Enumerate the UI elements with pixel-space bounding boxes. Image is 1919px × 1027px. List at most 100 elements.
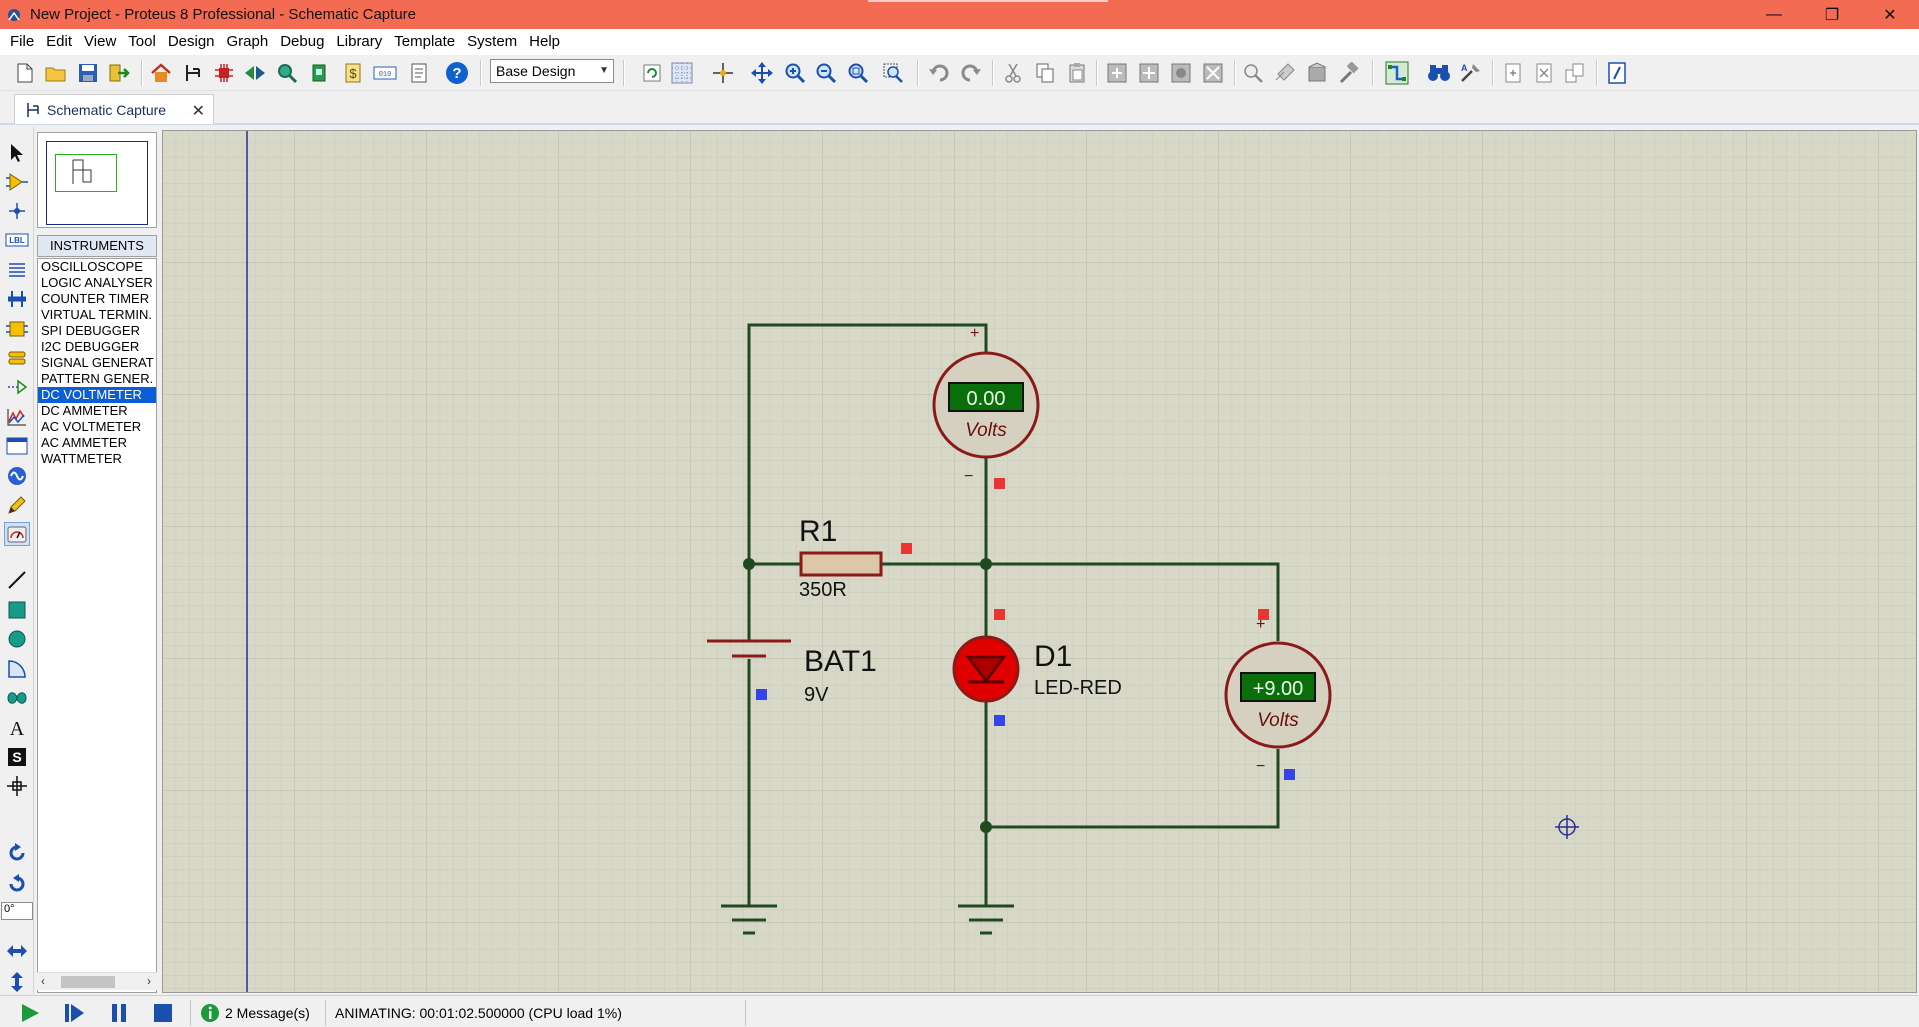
list-item[interactable]: WATTMETER: [41, 451, 122, 466]
minimize-button[interactable]: —: [1745, 0, 1803, 29]
import-button[interactable]: [106, 60, 132, 86]
messages-indicator[interactable]: 2 Message(s): [200, 1002, 310, 1024]
device-pins-mode-button[interactable]: [4, 375, 30, 399]
list-item-selected[interactable]: DC VOLTMETER: [38, 387, 156, 403]
project-notes-button[interactable]: [406, 60, 432, 86]
block-move-button[interactable]: [1136, 60, 1162, 86]
component-mode-button[interactable]: [4, 170, 30, 194]
menu-view[interactable]: View: [84, 33, 117, 50]
tab-close-icon[interactable]: ✕: [191, 103, 205, 120]
menu-template[interactable]: Template: [394, 33, 456, 50]
2d-box-mode-button[interactable]: [4, 598, 30, 622]
zoom-in-button[interactable]: [782, 60, 808, 86]
rotate-anticlockwise-button[interactable]: [4, 872, 30, 896]
wire-autorouter-button[interactable]: [1384, 60, 1410, 86]
menu-edit[interactable]: Edit: [46, 33, 73, 50]
block-rotate-button[interactable]: [1168, 60, 1194, 86]
refresh-button[interactable]: [639, 60, 665, 86]
packaging-tool-button[interactable]: [1304, 60, 1330, 86]
zoom-out-button[interactable]: [813, 60, 839, 86]
list-item[interactable]: DC AMMETER: [41, 403, 128, 418]
probe-mode-button[interactable]: [4, 493, 30, 517]
home-button[interactable]: [148, 60, 174, 86]
scroll-left-icon[interactable]: ‹: [41, 974, 45, 988]
list-item[interactable]: SPI DEBUGGER: [41, 323, 140, 338]
2d-text-mode-button[interactable]: A: [4, 716, 30, 740]
proteus-app-icon[interactable]: [6, 7, 22, 23]
make-device-button[interactable]: [1272, 60, 1298, 86]
save-button[interactable]: [75, 60, 101, 86]
overview-view-rectangle[interactable]: [55, 154, 117, 192]
schematic-canvas[interactable]: BAT1 9V R1 350R D1 LED-RED 0.00 Volts + …: [162, 130, 1917, 993]
menu-design[interactable]: Design: [167, 33, 215, 50]
2d-markers-mode-button[interactable]: [4, 774, 30, 798]
undo-button[interactable]: [926, 60, 952, 86]
device-list-scrollbar[interactable]: ‹ ›: [37, 972, 157, 990]
new-file-button[interactable]: [12, 60, 38, 86]
overview-window[interactable]: [37, 132, 157, 228]
zoom-all-button[interactable]: [845, 60, 871, 86]
rotate-clockwise-button[interactable]: [4, 841, 30, 865]
open-file-button[interactable]: [43, 60, 69, 86]
restore-button[interactable]: ❐: [1803, 0, 1861, 29]
buses-mode-button[interactable]: [4, 287, 30, 311]
step-simulation-button[interactable]: [62, 1002, 86, 1024]
junction-dot-mode-button[interactable]: [4, 199, 30, 223]
menu-help[interactable]: Help: [529, 33, 561, 50]
new-sheet-button[interactable]: [1500, 60, 1526, 86]
exit-to-parent-button[interactable]: [1562, 60, 1588, 86]
list-item[interactable]: I2C DEBUGGER: [41, 339, 140, 354]
terminals-mode-button[interactable]: [4, 346, 30, 370]
toggle-grid-button[interactable]: [669, 60, 695, 86]
rotation-angle-input[interactable]: 0°: [1, 902, 33, 920]
menu-tool[interactable]: Tool: [128, 33, 156, 50]
decompose-button[interactable]: [1336, 60, 1362, 86]
paste-button[interactable]: [1064, 60, 1090, 86]
menu-debug[interactable]: Debug: [280, 33, 325, 50]
pause-simulation-button[interactable]: [107, 1002, 131, 1024]
list-item[interactable]: AC AMMETER: [41, 435, 127, 450]
scroll-right-icon[interactable]: ›: [147, 974, 151, 988]
gerber-viewer-button[interactable]: [274, 60, 300, 86]
design-explorer-button[interactable]: [1604, 60, 1630, 86]
subcircuit-mode-button[interactable]: [4, 317, 30, 341]
tape-recorder-mode-button[interactable]: [4, 434, 30, 458]
pick-device-button[interactable]: [1240, 60, 1266, 86]
copy-button[interactable]: [1032, 60, 1058, 86]
tab-schematic-capture[interactable]: Schematic Capture ✕: [14, 94, 214, 124]
list-item[interactable]: LOGIC ANALYSER: [41, 275, 153, 290]
mirror-horizontal-button[interactable]: [4, 939, 30, 963]
search-tag-button[interactable]: [1426, 60, 1452, 86]
run-simulation-button[interactable]: [18, 1002, 42, 1024]
stop-simulation-button[interactable]: [151, 1002, 175, 1024]
help-button[interactable]: ?: [444, 60, 470, 86]
redo-button[interactable]: [958, 60, 984, 86]
block-delete-button[interactable]: [1200, 60, 1226, 86]
list-item[interactable]: PATTERN GENER.: [41, 371, 154, 386]
close-button[interactable]: ✕: [1861, 0, 1919, 29]
2d-path-mode-button[interactable]: [4, 686, 30, 710]
menu-system[interactable]: System: [467, 33, 518, 50]
pan-button[interactable]: [749, 60, 775, 86]
generator-mode-button[interactable]: [4, 464, 30, 488]
2d-circle-mode-button[interactable]: [4, 627, 30, 651]
scrollbar-thumb[interactable]: [61, 976, 115, 988]
component-bom-button[interactable]: [306, 60, 332, 86]
list-item[interactable]: AC VOLTMETER: [41, 419, 142, 434]
menu-library[interactable]: Library: [336, 33, 383, 50]
text-script-mode-button[interactable]: [4, 258, 30, 282]
block-copy-button[interactable]: [1104, 60, 1130, 86]
list-item[interactable]: COUNTER TIMER: [41, 291, 150, 306]
property-assignment-button[interactable]: A: [1458, 60, 1484, 86]
wire-label-mode-button[interactable]: LBL: [4, 228, 30, 252]
pcb-layout-button[interactable]: [211, 60, 237, 86]
graph-mode-button[interactable]: [4, 405, 30, 429]
cut-button[interactable]: [1000, 60, 1026, 86]
2d-arc-mode-button[interactable]: [4, 657, 30, 681]
schematic-button[interactable]: [180, 60, 206, 86]
list-item[interactable]: SIGNAL GENERAT: [41, 355, 154, 370]
source-code-button[interactable]: 010: [372, 60, 398, 86]
list-item[interactable]: VIRTUAL TERMIN.: [41, 307, 153, 322]
2d-symbol-mode-button[interactable]: S: [4, 745, 30, 769]
mirror-vertical-button[interactable]: [4, 970, 30, 994]
